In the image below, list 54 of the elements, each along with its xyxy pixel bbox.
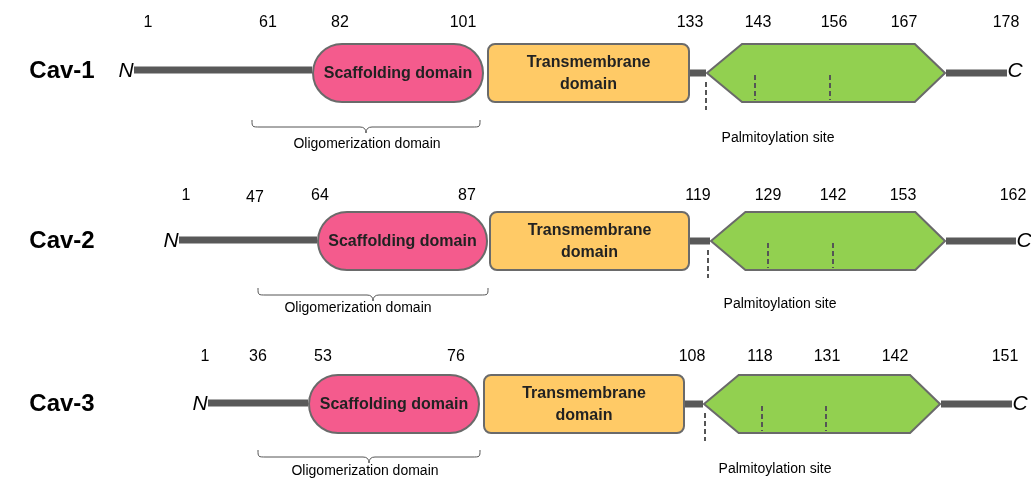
residue-number: 151 (991, 347, 1019, 365)
scaffolding-domain-box: Scaffolding domain (312, 43, 484, 103)
residue-number: 119 (685, 186, 711, 204)
residue-number: 61 (259, 13, 277, 31)
residue-number: 36 (249, 347, 267, 365)
residue-number: 133 (676, 13, 704, 31)
residue-number: 47 (246, 188, 264, 206)
hexagon-domain (710, 211, 946, 271)
residue-number: 1 (143, 13, 153, 31)
region-label: Palmitoylation site (718, 460, 832, 476)
transmembrane-domain-box: Transmembrane domain (487, 43, 690, 103)
terminus-label: C (1007, 58, 1023, 82)
protein-name: Cav-3 (29, 389, 95, 417)
hexagon-domain (706, 43, 946, 103)
terminus-label: N (192, 391, 208, 415)
residue-number: 156 (820, 13, 848, 31)
residue-number: 129 (754, 186, 782, 204)
transmembrane-domain-box: Transmembrane domain (483, 374, 685, 434)
residue-number: 178 (992, 13, 1020, 31)
transmembrane-domain-box: Transmembrane domain (489, 211, 690, 271)
residue-number: 101 (449, 13, 477, 31)
protein-backbone-line (690, 237, 710, 245)
protein-name: Cav-2 (29, 226, 95, 254)
residue-number: 143 (744, 13, 772, 31)
scaffolding-domain-box: Scaffolding domain (308, 374, 480, 434)
terminus-label: N (118, 58, 134, 82)
scaffolding-domain-box: Scaffolding domain (317, 211, 488, 271)
region-label: Palmitoylation site (723, 295, 837, 311)
residue-number: 87 (458, 186, 476, 204)
residue-number: 118 (747, 347, 773, 365)
terminus-label: N (163, 228, 179, 252)
residue-number: 108 (678, 347, 706, 365)
residue-number: 131 (813, 347, 841, 365)
region-label: Oligomerization domain (291, 462, 439, 478)
residue-number: 64 (311, 186, 329, 204)
residue-number: 142 (881, 347, 909, 365)
residue-number: 167 (890, 13, 918, 31)
protein-backbone-line (685, 400, 703, 408)
hexagon-domain (703, 374, 941, 434)
region-label: Oligomerization domain (293, 135, 441, 151)
residue-number: 76 (447, 347, 465, 365)
residue-number: 142 (819, 186, 847, 204)
residue-number: 53 (314, 347, 332, 365)
terminus-label: C (1016, 228, 1031, 252)
region-label: Oligomerization domain (284, 299, 432, 315)
residue-number: 153 (889, 186, 917, 204)
residue-number: 1 (200, 347, 210, 365)
protein-name: Cav-1 (29, 56, 95, 84)
residue-number: 162 (999, 186, 1027, 204)
residue-number: 82 (331, 13, 349, 31)
terminus-label: C (1012, 391, 1028, 415)
region-label: Palmitoylation site (721, 129, 835, 145)
protein-backbone-line (690, 69, 706, 77)
residue-number: 1 (181, 186, 191, 204)
